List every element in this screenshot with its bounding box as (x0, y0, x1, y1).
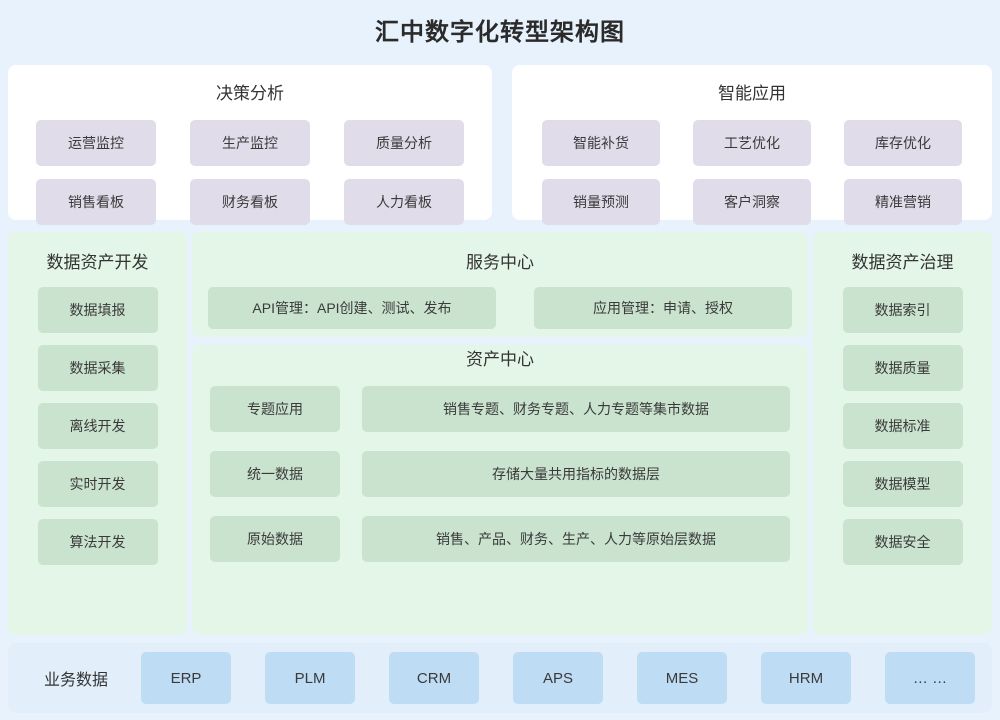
service-item-application-management[interactable]: 应用管理：申请、授权 (534, 287, 792, 329)
asset-center-rows: 专题应用 销售专题、财务专题、人力专题等集市数据 统一数据 存储大量共用指标的数… (192, 386, 808, 562)
decision-item-finance-dashboard[interactable]: 财务看板 (190, 179, 310, 225)
asset-desc-unified-data[interactable]: 存储大量共用指标的数据层 (362, 451, 790, 497)
intelligent-item-sales-forecast[interactable]: 销量预测 (542, 179, 660, 225)
asset-label-unified-data[interactable]: 统一数据 (210, 451, 340, 497)
intelligent-item-precision-marketing[interactable]: 精准营销 (844, 179, 962, 225)
asset-label-subject-application[interactable]: 专题应用 (210, 386, 340, 432)
panel-data-asset-governance-title: 数据资产治理 (851, 253, 954, 272)
decision-item-production-monitoring[interactable]: 生产监控 (190, 120, 310, 166)
data-asset-development-list: 数据填报 数据采集 离线开发 实时开发 算法开发 (8, 287, 187, 565)
decision-item-operations-monitoring[interactable]: 运营监控 (36, 120, 156, 166)
panel-data-asset-governance: 数据资产治理 数据索引 数据质量 数据标准 数据模型 数据安全 (813, 232, 992, 635)
intelligent-item-customer-insight[interactable]: 客户洞察 (693, 179, 811, 225)
development-item-realtime-development[interactable]: 实时开发 (37, 461, 158, 507)
panel-intelligent-applications-title: 智能应用 (718, 84, 786, 103)
panel-service-center: 服务中心 API管理：API创建、测试、发布 应用管理：申请、授权 (192, 232, 808, 337)
asset-label-raw-data[interactable]: 原始数据 (210, 516, 340, 562)
band-business-data: 业务数据 ERP PLM CRM APS MES HRM … … (8, 643, 992, 713)
page-title: 汇中数字化转型架构图 (375, 19, 625, 46)
panel-service-center-title: 服务中心 (466, 253, 534, 272)
business-system-hrm[interactable]: HRM (761, 652, 852, 704)
intelligent-item-inventory-optimization[interactable]: 库存优化 (844, 120, 962, 166)
business-system-crm[interactable]: CRM (389, 652, 480, 704)
panel-data-asset-development-title: 数据资产开发 (46, 253, 149, 272)
business-system-erp[interactable]: ERP (141, 652, 232, 704)
decision-analysis-item-grid: 运营监控 生产监控 质量分析 销售看板 财务看板 人力看板 (8, 120, 492, 225)
panel-intelligent-applications: 智能应用 智能补货 工艺优化 库存优化 销量预测 客户洞察 精准营销 (512, 65, 992, 225)
service-item-api-management[interactable]: API管理：API创建、测试、发布 (208, 287, 496, 329)
asset-row-raw-data: 原始数据 销售、产品、财务、生产、人力等原始层数据 (210, 516, 790, 562)
asset-row-subject-application: 专题应用 销售专题、财务专题、人力专题等集市数据 (210, 386, 790, 432)
asset-desc-raw-data[interactable]: 销售、产品、财务、生产、人力等原始层数据 (362, 516, 790, 562)
business-system-list: ERP PLM CRM APS MES HRM … … (141, 652, 976, 704)
service-center-item-row: API管理：API创建、测试、发布 应用管理：申请、授权 (192, 287, 808, 329)
governance-item-data-quality[interactable]: 数据质量 (842, 345, 963, 391)
decision-item-quality-analysis[interactable]: 质量分析 (344, 120, 464, 166)
intelligent-item-process-optimization[interactable]: 工艺优化 (693, 120, 811, 166)
governance-item-data-index[interactable]: 数据索引 (842, 287, 963, 333)
business-data-label: 业务数据 (44, 672, 109, 689)
panel-asset-center: 资产中心 专题应用 销售专题、财务专题、人力专题等集市数据 统一数据 存储大量共… (192, 345, 808, 635)
intelligent-item-smart-replenishment[interactable]: 智能补货 (542, 120, 660, 166)
decision-item-hr-dashboard[interactable]: 人力看板 (344, 179, 464, 225)
data-asset-governance-list: 数据索引 数据质量 数据标准 数据模型 数据安全 (813, 287, 992, 565)
development-item-data-entry[interactable]: 数据填报 (37, 287, 158, 333)
development-item-offline-development[interactable]: 离线开发 (37, 403, 158, 449)
asset-row-unified-data: 统一数据 存储大量共用指标的数据层 (210, 451, 790, 497)
intelligent-applications-item-grid: 智能补货 工艺优化 库存优化 销量预测 客户洞察 精准营销 (512, 120, 992, 225)
development-item-data-collection[interactable]: 数据采集 (37, 345, 158, 391)
governance-item-data-security[interactable]: 数据安全 (842, 519, 963, 565)
panel-decision-analysis: 决策分析 运营监控 生产监控 质量分析 销售看板 财务看板 人力看板 (8, 65, 492, 225)
business-system-more[interactable]: … … (885, 652, 976, 704)
asset-desc-subject-application[interactable]: 销售专题、财务专题、人力专题等集市数据 (362, 386, 790, 432)
panel-data-asset-development: 数据资产开发 数据填报 数据采集 离线开发 实时开发 算法开发 (8, 232, 187, 635)
decision-item-sales-dashboard[interactable]: 销售看板 (36, 179, 156, 225)
panel-decision-analysis-title: 决策分析 (216, 84, 284, 103)
business-system-aps[interactable]: APS (513, 652, 604, 704)
panel-asset-center-title: 资产中心 (466, 350, 534, 369)
business-system-mes[interactable]: MES (637, 652, 728, 704)
governance-item-data-standard[interactable]: 数据标准 (842, 403, 963, 449)
development-item-algorithm-development[interactable]: 算法开发 (37, 519, 158, 565)
governance-item-data-model[interactable]: 数据模型 (842, 461, 963, 507)
business-system-plm[interactable]: PLM (265, 652, 356, 704)
